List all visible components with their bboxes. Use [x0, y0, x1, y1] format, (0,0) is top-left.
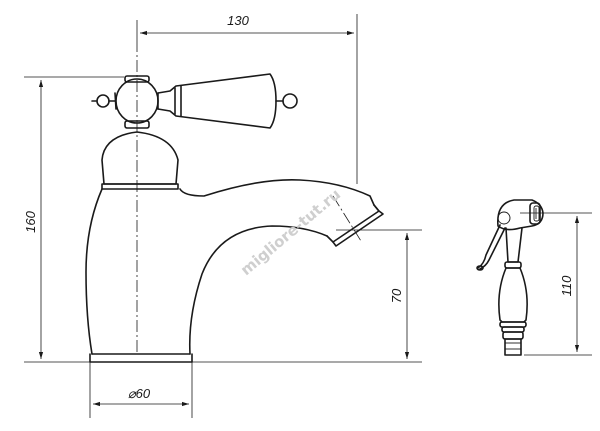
handle-lever-right	[157, 73, 298, 129]
spout-height-dimension-label: 70	[389, 288, 404, 303]
handle-left-knob	[91, 94, 116, 108]
base-dimension-label: ⌀60	[128, 386, 151, 401]
dimension-lines	[24, 14, 592, 418]
handle-hub	[114, 75, 159, 129]
height-dimension-label: 160	[23, 210, 38, 232]
hand-shower-drawing	[476, 199, 544, 356]
faucet-cap	[101, 131, 179, 190]
hand-shower-dimension-label: 110	[559, 275, 574, 296]
width-dimension-label: 130	[227, 13, 249, 28]
faucet-drawing	[85, 40, 384, 363]
spout-axis	[332, 195, 362, 242]
faucet-body	[85, 179, 384, 363]
watermark: migliore-tut.ru	[237, 185, 344, 279]
